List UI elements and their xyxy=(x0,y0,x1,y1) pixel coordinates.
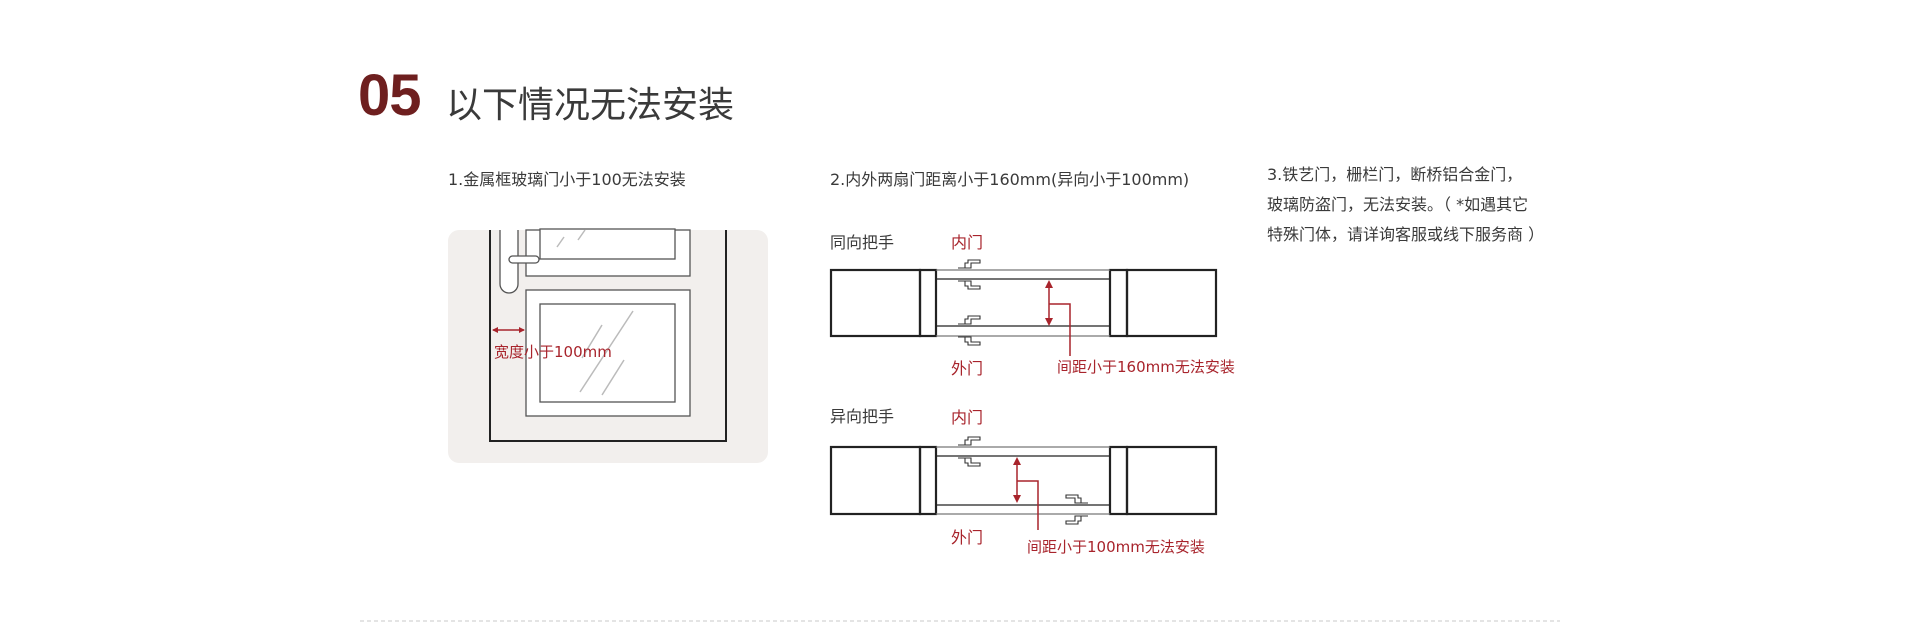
same-direction-heading: 同向把手 xyxy=(830,233,895,252)
opposite-inner-door-label: 内门 xyxy=(951,408,984,427)
opposite-direction-diagram xyxy=(829,436,1218,530)
section-title: 以下情况无法安装 xyxy=(446,85,735,126)
width-label: 宽度小于100mm xyxy=(494,343,612,361)
metal-frame-door-illustration xyxy=(448,228,768,463)
item1-caption: 1.金属框玻璃门小于100无法安装 xyxy=(448,170,686,189)
item3-text: 3.铁艺门，栅栏门，断桥铝合金门， 玻璃防盗门，无法安装。（ *如遇其它 特殊门… xyxy=(1267,160,1544,250)
same-direction-note: 间距小于160mm无法安装 xyxy=(1057,358,1235,376)
item3-line: 3.铁艺门，栅栏门，断桥铝合金门， xyxy=(1267,165,1523,184)
same-inner-door-label: 内门 xyxy=(951,233,984,252)
item3-line: 特殊门体，请详询客服或线下服务商 ） xyxy=(1267,225,1545,244)
item3-line: 玻璃防盗门，无法安装。（ *如遇其它 xyxy=(1267,195,1529,214)
item2-caption: 2.内外两扇门距离小于160mm(异向小于100mm) xyxy=(830,170,1190,189)
section-number: 05 xyxy=(358,63,422,128)
opposite-direction-note: 间距小于100mm无法安装 xyxy=(1027,538,1205,556)
opposite-direction-heading: 异向把手 xyxy=(830,407,895,426)
same-direction-diagram xyxy=(829,259,1218,356)
same-outer-door-label: 外门 xyxy=(951,359,984,378)
opposite-outer-door-label: 外门 xyxy=(951,528,984,547)
